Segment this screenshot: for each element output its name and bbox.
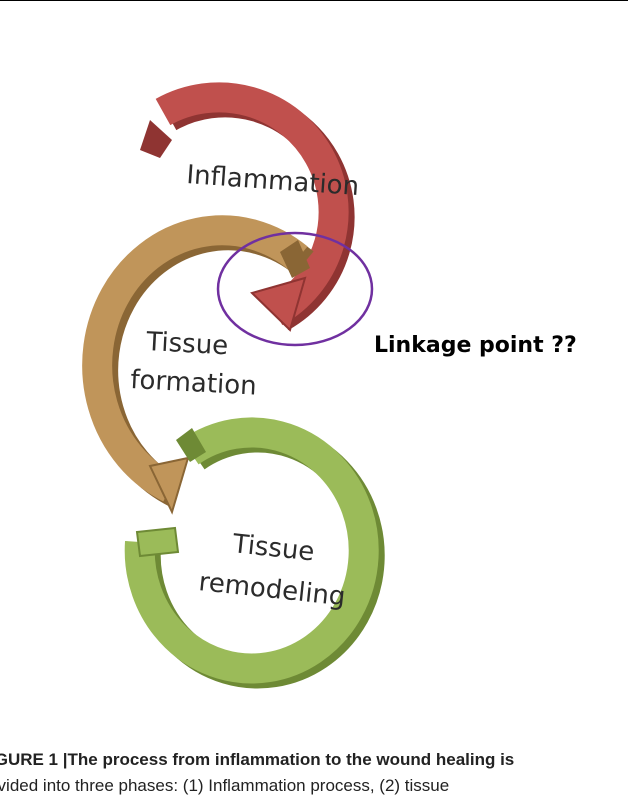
tissue-remodeling-arrow xyxy=(124,417,385,689)
top-rule xyxy=(0,0,628,1)
caption-line-1: IGURE 1 |The process from inflammation t… xyxy=(0,747,628,773)
linkage-circle xyxy=(216,231,374,347)
tissue-remodeling-label-line2: remodeling xyxy=(197,567,347,612)
tissue-formation-label-line2: formation xyxy=(130,365,258,402)
linkage-point-label: Linkage point ?? xyxy=(374,333,577,358)
caption-figure-label: IGURE 1 | xyxy=(0,750,68,769)
tissue-formation-label-line1: Tissue xyxy=(145,327,229,361)
wound-healing-diagram: Inflammation Tissue formation Tissue rem… xyxy=(82,82,385,689)
figure-caption: IGURE 1 |The process from inflammation t… xyxy=(0,747,628,799)
inflammation-arrow xyxy=(140,82,355,332)
tissue-remodeling-label-line1: Tissue xyxy=(230,529,316,567)
caption-line-2: livided into three phases: (1) Inflammat… xyxy=(0,776,450,795)
tissue-formation-arrow xyxy=(82,215,314,515)
caption-line-1-text: The process from inflammation to the wou… xyxy=(67,750,515,769)
